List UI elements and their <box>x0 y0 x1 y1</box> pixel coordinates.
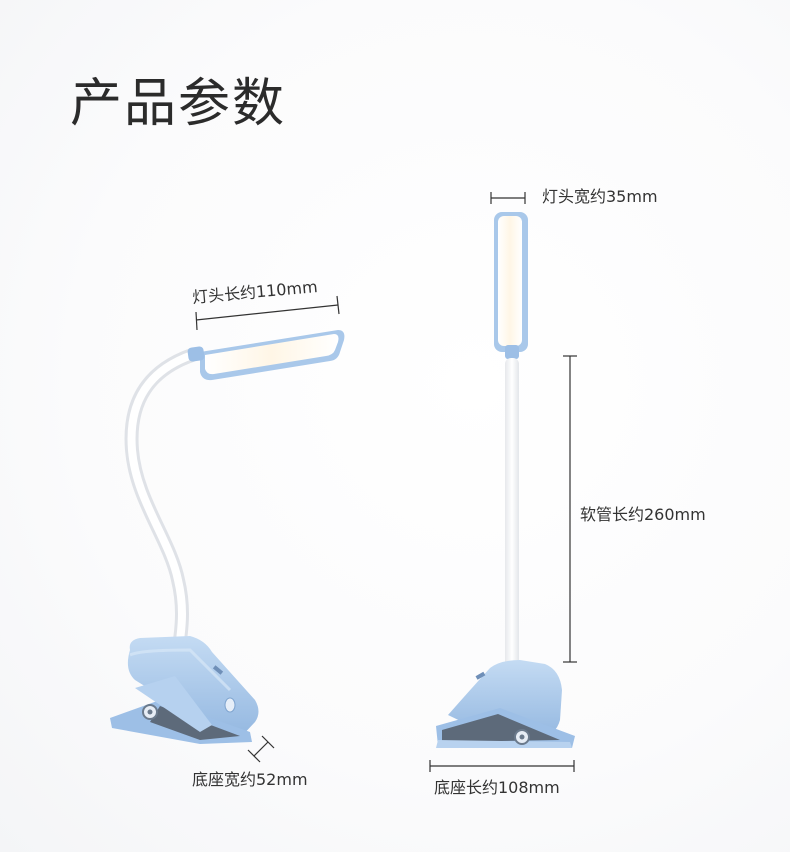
right-lamp-base <box>436 660 575 748</box>
base-width-label: 底座宽约52mm <box>192 770 308 789</box>
base-length-dimension <box>429 760 575 772</box>
head-length-dimension <box>195 295 340 331</box>
left-lamp-head <box>187 330 345 381</box>
right-lamp <box>429 192 577 772</box>
left-lamp-base <box>110 636 259 744</box>
head-width-label: 灯头宽约35mm <box>542 187 658 206</box>
right-lamp-hose <box>505 358 519 670</box>
right-lamp-head <box>494 212 528 359</box>
hose-length-dimension <box>563 355 577 663</box>
left-lamp <box>110 295 345 763</box>
base-width-dimension <box>247 735 275 763</box>
head-width-dimension <box>490 192 526 204</box>
hose-length-label: 软管长约260mm <box>580 505 706 524</box>
base-length-label: 底座长约108mm <box>434 778 560 797</box>
page-title: 产品参数 <box>70 74 287 134</box>
